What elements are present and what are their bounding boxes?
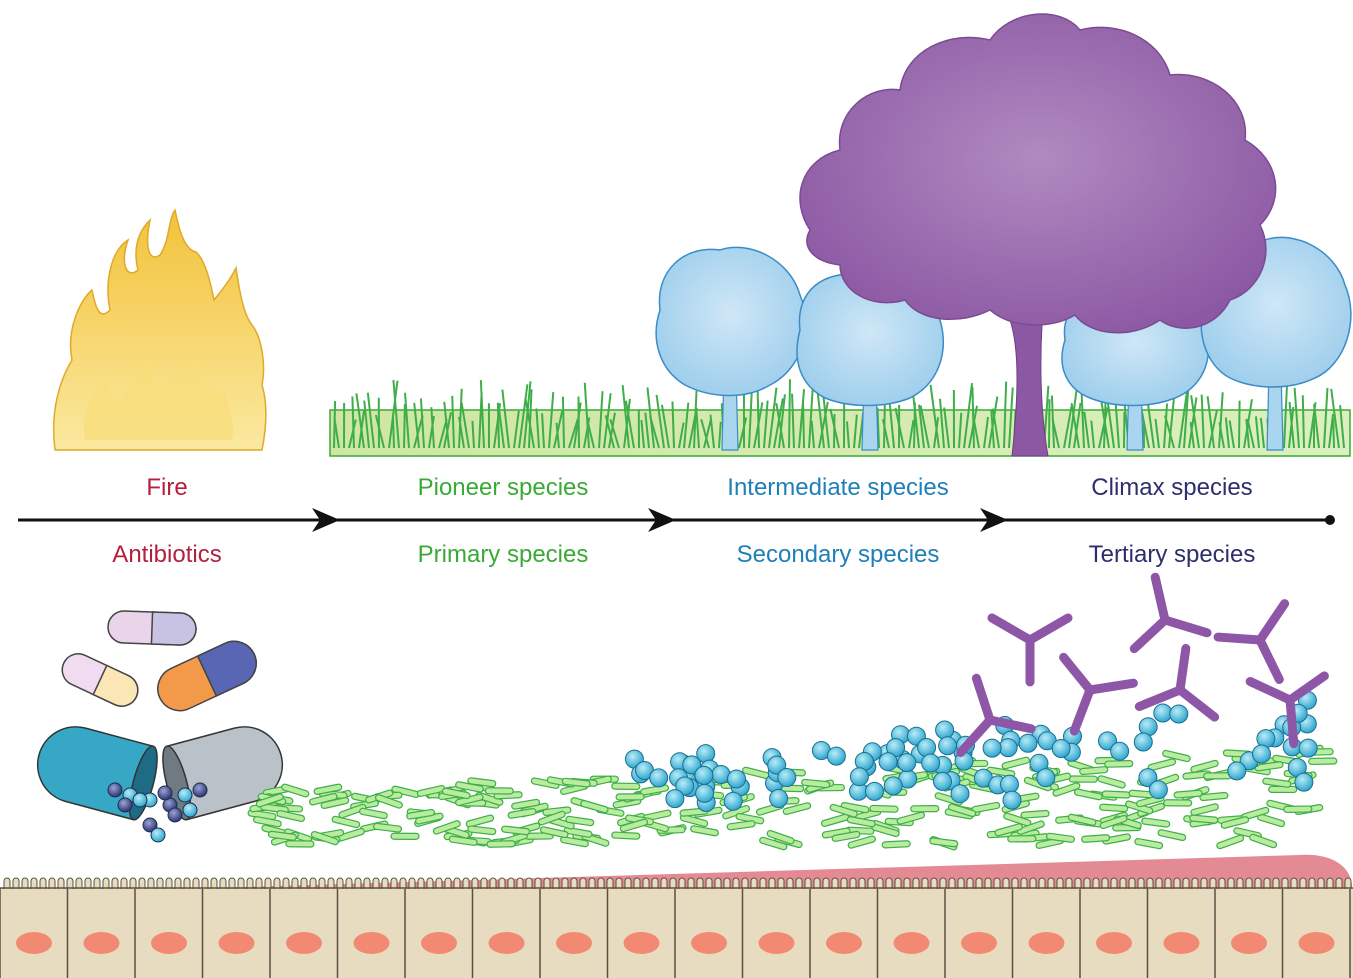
stage-3-top-label: Intermediate species <box>727 474 949 501</box>
capsule-icon <box>36 610 284 843</box>
stage-3-bottom-label: Secondary species <box>736 541 940 568</box>
flame-icon <box>52 208 267 451</box>
rod-bacteria-icon <box>247 744 1338 851</box>
epithelial-cell-icon <box>0 854 1353 978</box>
coccus-bacteria-icon <box>624 690 1318 812</box>
grass-icon <box>329 379 1351 457</box>
stage-4-bottom-label: Tertiary species <box>1088 541 1256 568</box>
fungal-hypha-icon <box>956 572 1329 758</box>
stage-1-bottom-label: Antibiotics <box>112 541 222 568</box>
stage-2-top-label: Pioneer species <box>417 474 589 501</box>
stage-4-top-label: Climax species <box>1091 474 1253 501</box>
stage-2-bottom-label: Primary species <box>417 541 589 568</box>
tree-icon <box>799 13 1277 457</box>
stage-1-top-label: Fire <box>146 474 188 501</box>
timeline-arrow <box>18 508 1335 532</box>
